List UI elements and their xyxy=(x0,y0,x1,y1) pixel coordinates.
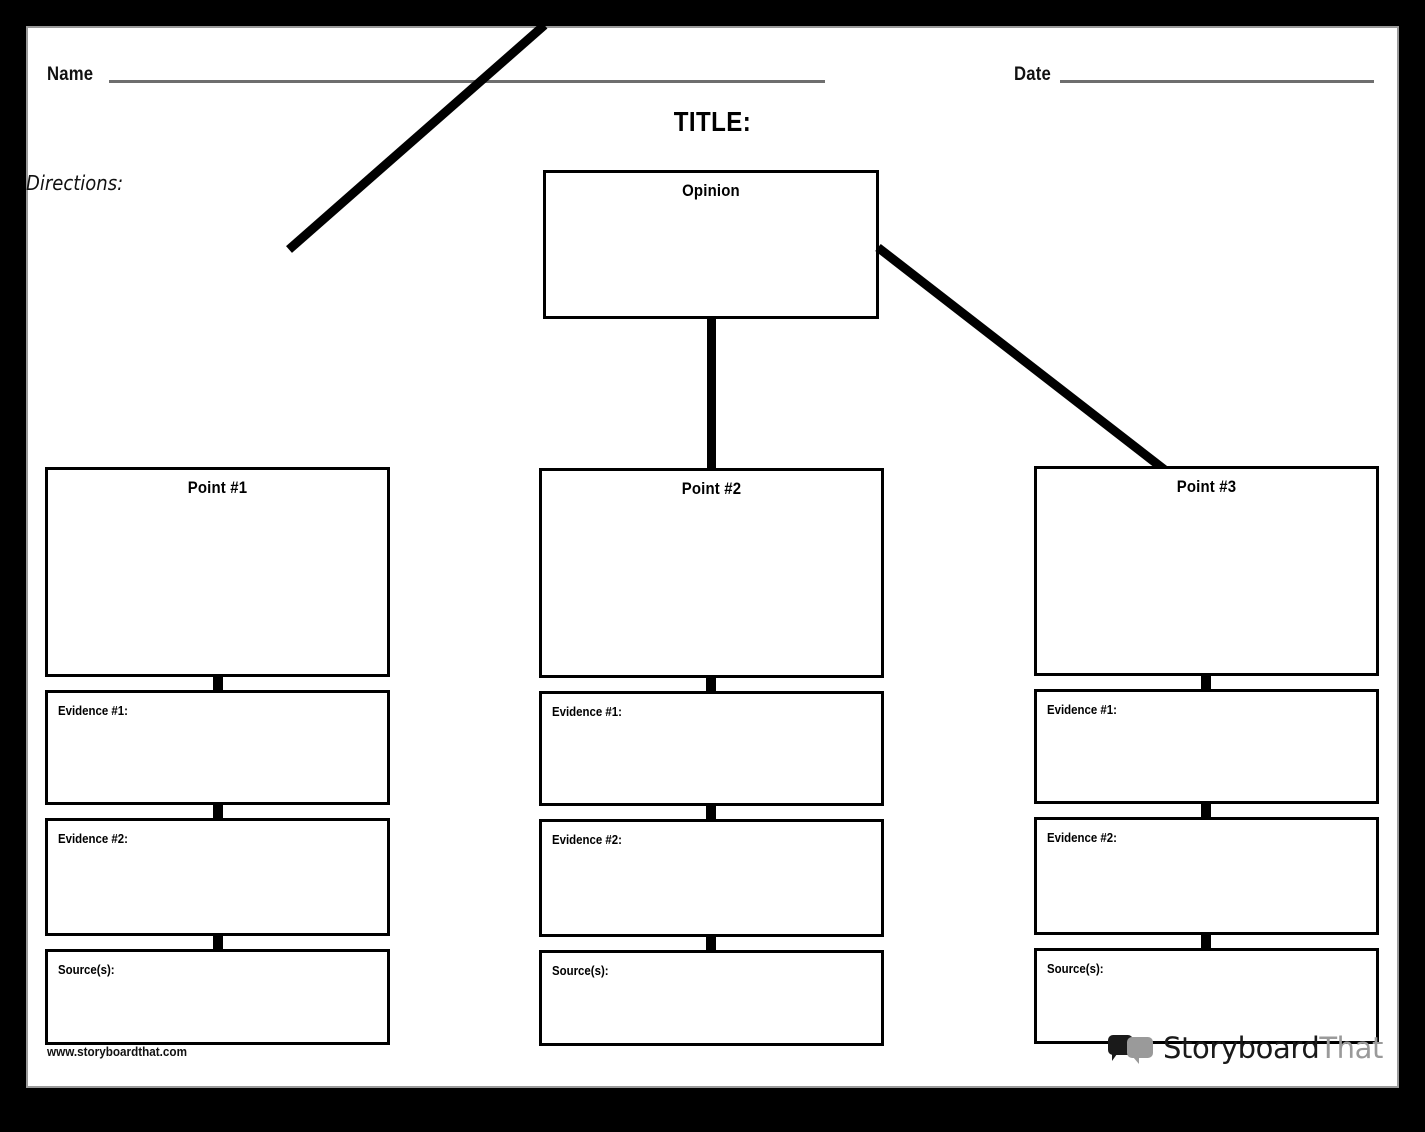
site-url: www.storyboardthat.com xyxy=(47,1044,187,1059)
connector-point-1-to-evidence-1 xyxy=(213,677,223,690)
point-3-box[interactable]: Point #3 xyxy=(1034,466,1379,676)
evidence-1-2-label: Evidence #2: xyxy=(58,831,128,846)
name-label: Name xyxy=(47,64,94,85)
point-3-title: Point #3 xyxy=(1176,477,1237,496)
evidence-1-1-label: Evidence #1: xyxy=(58,703,128,718)
evidence-3-2-box[interactable]: Evidence #2: xyxy=(1034,817,1379,935)
point-1-title: Point #1 xyxy=(187,478,248,497)
connector-opinion-to-point-1 xyxy=(286,26,548,253)
speech-bubble-icon xyxy=(1108,1033,1156,1064)
evidence-2-1-box[interactable]: Evidence #1: xyxy=(539,691,884,806)
directions-label: Directions: xyxy=(26,171,124,195)
evidence-1-2-box[interactable]: Evidence #2: xyxy=(45,818,390,936)
storyboardthat-logo: Storyboard That xyxy=(1108,1028,1383,1068)
connector-opinion-to-point-3 xyxy=(875,243,1170,476)
point-2-title: Point #2 xyxy=(681,479,742,498)
evidence-2-2-box[interactable]: Evidence #2: xyxy=(539,819,884,937)
evidence-3-1-label: Evidence #1: xyxy=(1047,702,1117,717)
date-input-rule[interactable] xyxy=(1060,80,1374,83)
connector-evidence-3-2-to-sources-3 xyxy=(1201,935,1211,948)
sources-1-label: Source(s): xyxy=(58,962,115,977)
evidence-3-2-label: Evidence #2: xyxy=(1047,830,1117,845)
logo-primary-text: Storyboard xyxy=(1163,1031,1320,1065)
evidence-2-1-label: Evidence #1: xyxy=(552,704,622,719)
logo-secondary-text: That xyxy=(1319,1031,1383,1065)
connector-point-2-to-evidence-1 xyxy=(706,678,716,691)
connector-evidence-3-1-to-evidence-3-2 xyxy=(1201,804,1211,817)
sources-3-box[interactable]: Source(s): xyxy=(1034,948,1379,1044)
connector-evidence-2-2-to-sources-2 xyxy=(706,937,716,950)
connector-point-3-to-evidence-1 xyxy=(1201,676,1211,689)
date-label: Date xyxy=(1014,64,1051,85)
sources-2-box[interactable]: Source(s): xyxy=(539,950,884,1046)
connector-evidence-2-1-to-evidence-2-2 xyxy=(706,806,716,819)
point-2-box[interactable]: Point #2 xyxy=(539,468,884,678)
evidence-2-2-label: Evidence #2: xyxy=(552,832,622,847)
connector-opinion-to-point-2 xyxy=(707,319,716,468)
evidence-1-1-box[interactable]: Evidence #1: xyxy=(45,690,390,805)
name-input-rule[interactable] xyxy=(109,80,825,83)
sources-2-label: Source(s): xyxy=(552,963,609,978)
point-1-box[interactable]: Point #1 xyxy=(45,467,390,677)
worksheet-sheet: Name Date TITLE: Directions: Opinion Poi… xyxy=(26,26,1399,1088)
connector-evidence-1-2-to-sources-1 xyxy=(213,936,223,949)
opinion-box[interactable]: Opinion xyxy=(543,170,879,319)
connector-evidence-1-1-to-evidence-1-2 xyxy=(213,805,223,818)
sources-3-label: Source(s): xyxy=(1047,961,1104,976)
page-title: TITLE: xyxy=(673,106,752,137)
opinion-box-title: Opinion xyxy=(682,181,740,200)
evidence-3-1-box[interactable]: Evidence #1: xyxy=(1034,689,1379,804)
sources-1-box[interactable]: Source(s): xyxy=(45,949,390,1045)
